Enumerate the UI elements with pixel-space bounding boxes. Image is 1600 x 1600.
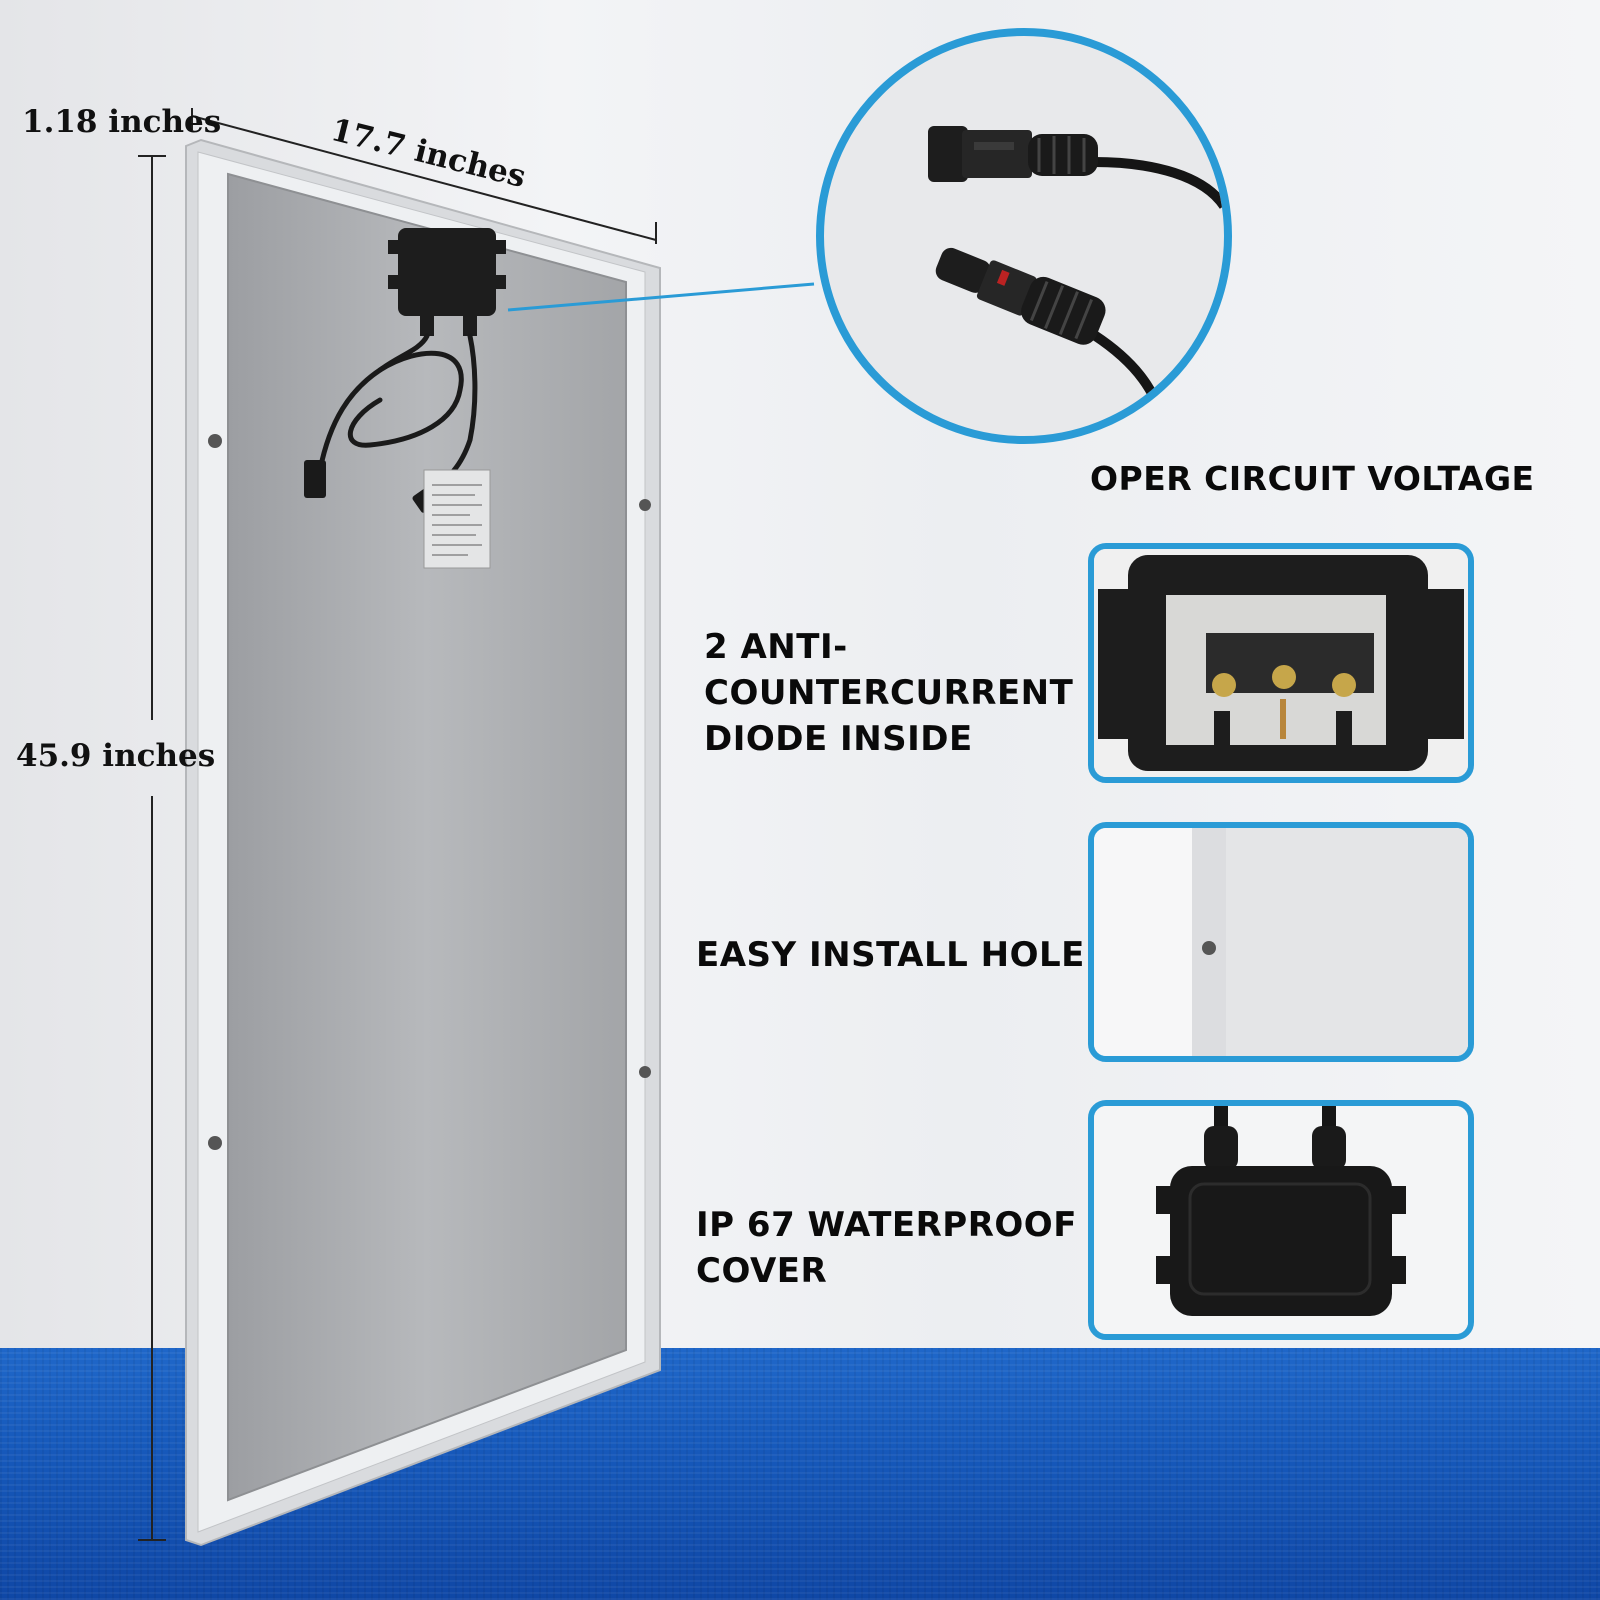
height-label: 45.9 inches <box>16 738 216 774</box>
waterproof-label-line: IP 67 WATERPROOF <box>696 1205 1077 1245</box>
thickness-label: 1.18 inches <box>22 104 222 140</box>
waterproof-photo-box <box>1088 1100 1474 1340</box>
mounting-hole-icon <box>639 1066 651 1078</box>
diode-label: 2 ANTI- COUNTERCURRENT DIODE INSIDE <box>704 624 1073 762</box>
diode-label-line: COUNTERCURRENT <box>704 673 1074 713</box>
panel-backsheet <box>227 172 627 1502</box>
install-hole-label: EASY INSTALL HOLE <box>696 935 1085 975</box>
mounting-hole-icon <box>208 1136 222 1150</box>
diode-label-line: 2 ANTI- <box>704 627 848 667</box>
mc4-connector-icon <box>928 126 1224 430</box>
callout-line <box>507 282 815 312</box>
waterproof-cover-icon <box>1094 1106 1468 1334</box>
mounting-hole-icon <box>639 499 651 511</box>
waterproof-label-line: COVER <box>696 1251 828 1291</box>
waterproof-label: IP 67 WATERPROOF COVER <box>696 1202 1077 1294</box>
mounting-hole-icon <box>208 434 222 448</box>
junction-box-icon <box>1094 549 1468 777</box>
mc4-connector-icon <box>304 460 326 498</box>
mounting-hole-icon <box>1094 828 1468 1056</box>
dimension-lines <box>138 108 657 1541</box>
connector-label: OPER CIRCUIT VOLTAGE <box>1090 459 1535 498</box>
diode-label-line: DIODE INSIDE <box>704 719 973 759</box>
junction-box-icon <box>388 228 506 336</box>
diode-photo-box <box>1088 543 1474 783</box>
connector-zoom-circle <box>816 28 1232 444</box>
install-hole-photo-box <box>1088 822 1474 1062</box>
